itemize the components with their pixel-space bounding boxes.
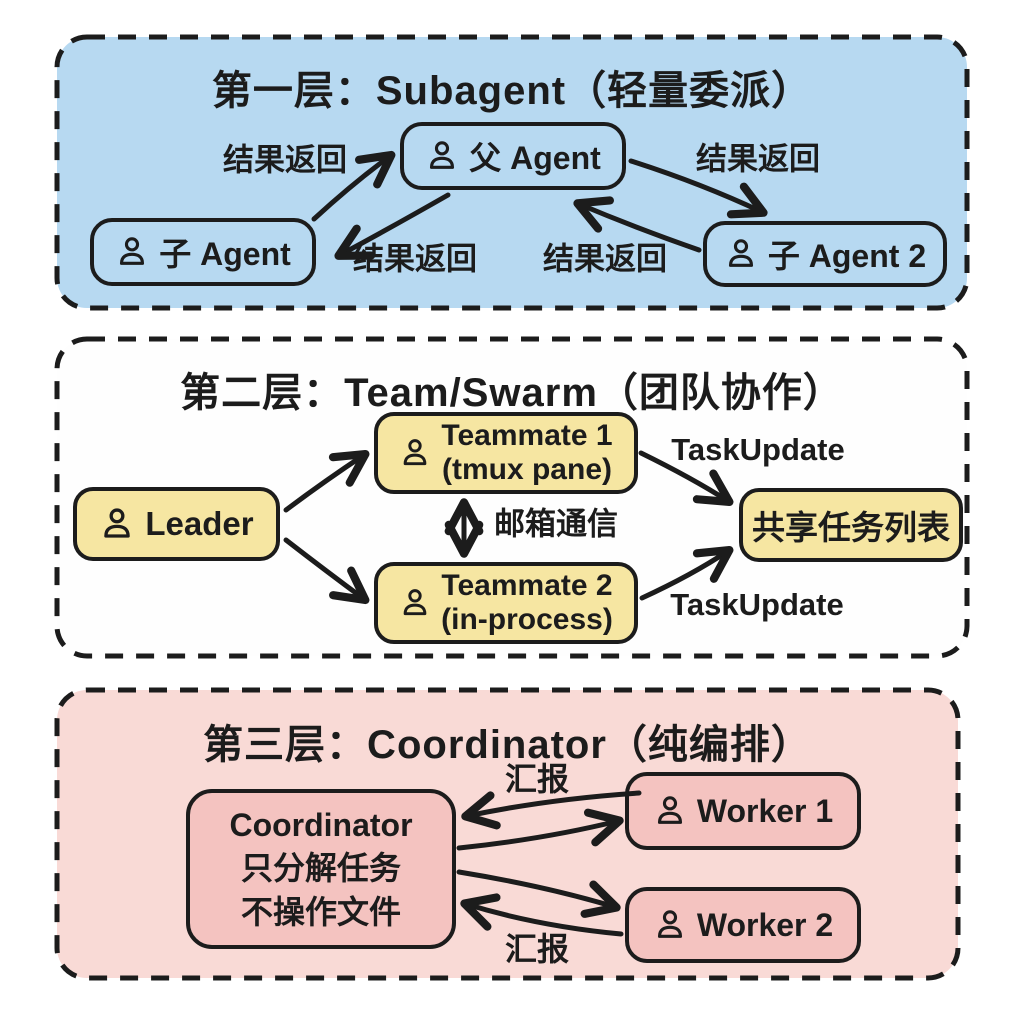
edge-label-mailbox: 邮箱通信 — [494, 506, 618, 542]
teammate-1-node: Teammate 1 (tmux pane) — [374, 412, 638, 494]
parent-agent-node: 父 Agent — [400, 122, 626, 190]
shared-task-list-node: 共享任务列表 — [739, 488, 963, 562]
person-icon — [403, 589, 427, 616]
child-agent-2-label: 子 Agent 2 — [767, 238, 927, 274]
tier1-title: 第一层：Subagent（轻量委派） — [211, 69, 813, 113]
child-agent-2-node: 子 Agent 2 — [703, 221, 947, 287]
edge-label-result-bottom-right: 结果返回 — [543, 241, 667, 277]
person-icon — [657, 796, 682, 824]
worker-2-label: Worker 2 — [696, 906, 834, 943]
edge-label-result-top-right: 结果返回 — [696, 141, 820, 177]
leader-node: Leader — [73, 487, 280, 561]
coordinator-label: Coordinator — [229, 807, 413, 844]
person-icon — [657, 910, 682, 938]
person-icon — [430, 141, 455, 169]
person-icon — [728, 239, 753, 267]
edge-label-taskupdate-top: TaskUpdate — [671, 432, 845, 467]
edge-label-report-bottom: 汇报 — [504, 931, 570, 967]
child-agent-1-node: 子 Agent — [90, 218, 316, 286]
person-icon — [120, 237, 145, 265]
edge-label-result-bottom-left: 结果返回 — [353, 241, 477, 277]
edge-label-result-top-left: 结果返回 — [223, 142, 347, 178]
edge-label-taskupdate-bottom: TaskUpdate — [670, 587, 844, 622]
teammate-1-label: Teammate 1 — [441, 418, 613, 452]
parent-agent-label: 父 Agent — [469, 140, 601, 176]
teammate-2-sublabel: (in-process) — [441, 603, 613, 636]
tier2-title: 第二层：Team/Swarm（团队协作） — [180, 371, 844, 415]
shared-task-list-label: 共享任务列表 — [752, 509, 950, 546]
coordinator-node: Coordinator 只分解任务 不操作文件 — [186, 789, 456, 949]
person-icon — [404, 439, 427, 466]
teammate-2-node: Teammate 2 (in-process) — [374, 562, 638, 644]
person-icon — [104, 508, 131, 538]
teammate-1-sublabel: (tmux pane) — [441, 453, 612, 486]
worker-2-node: Worker 2 — [625, 887, 861, 963]
tier3-title: 第三层：Coordinator（纯编排） — [203, 723, 812, 767]
leader-label: Leader — [145, 505, 254, 542]
child-agent-1-label: 子 Agent — [159, 236, 291, 272]
edge-label-report-top: 汇报 — [504, 761, 570, 797]
coordinator-note-2: 不操作文件 — [240, 893, 401, 930]
teammate-2-label: Teammate 2 — [441, 568, 613, 602]
worker-1-label: Worker 1 — [696, 792, 834, 829]
coordinator-note-1: 只分解任务 — [240, 850, 401, 887]
worker-1-node: Worker 1 — [625, 772, 861, 850]
